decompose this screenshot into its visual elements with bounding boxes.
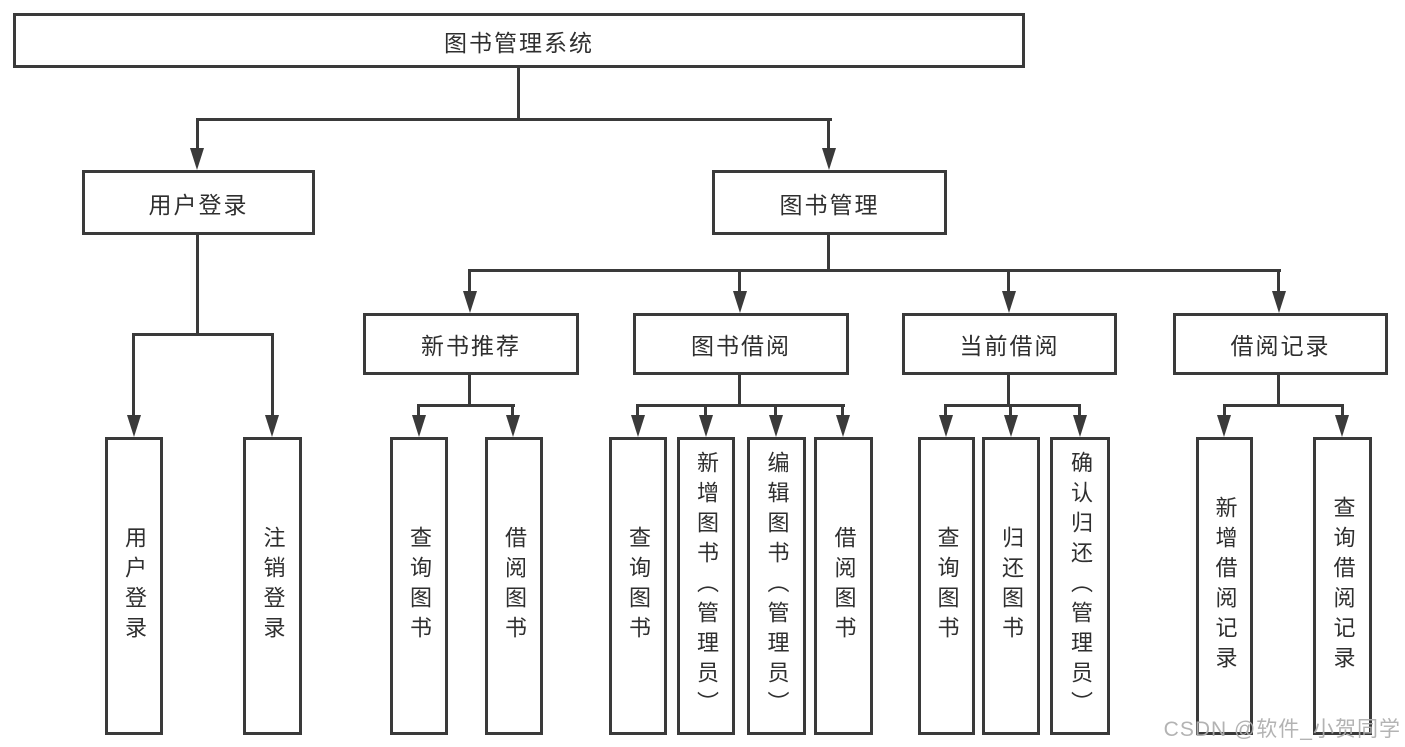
arrowhead-down-icon xyxy=(412,415,426,437)
leaf-bb-add-books-admin: 新增图书（管理员） xyxy=(677,437,735,735)
leaf-cb-confirm-return-admin: 确认归还（管理员） xyxy=(1050,437,1110,735)
leaf-nbr-query-books: 查询图书 xyxy=(390,437,448,735)
node-new-book-rec-label: 新书推荐 xyxy=(421,333,521,359)
leaf-br-query-record-label: 查询借阅记录 xyxy=(1330,496,1356,676)
leaf-cb-confirm-return-admin-label: 确认归还（管理员） xyxy=(1068,451,1093,721)
arrowhead-down-icon xyxy=(1004,415,1018,437)
connector-bb-shaft xyxy=(704,404,707,416)
arrowhead-down-icon xyxy=(836,415,850,437)
connector-userlogin-hline xyxy=(132,333,274,336)
arrowhead-down-icon xyxy=(1335,415,1349,437)
connector-l1-shaft-right xyxy=(827,118,830,150)
node-book-borrow: 图书借阅 xyxy=(633,313,849,375)
connector-l2-hline xyxy=(468,269,1281,272)
node-user-login: 用户登录 xyxy=(82,170,315,235)
leaf-bb-edit-books-admin: 编辑图书（管理员） xyxy=(747,437,806,735)
connector-l2-shaft xyxy=(468,269,471,293)
connector-l2-shaft xyxy=(1277,269,1280,293)
leaf-br-add-record: 新增借阅记录 xyxy=(1196,437,1253,735)
connector-bb-hline xyxy=(636,404,845,407)
connector-userlogin-shaft-right xyxy=(271,333,274,417)
node-root: 图书管理系统 xyxy=(13,13,1025,68)
arrowhead-down-icon xyxy=(127,415,141,437)
csdn-watermark: CSDN @软件_小贺同学 xyxy=(1163,718,1401,741)
connector-l1-shaft-left xyxy=(196,118,199,150)
connector-bb-shaft xyxy=(636,404,639,416)
leaf-bb-borrow-books: 借阅图书 xyxy=(814,437,873,735)
arrowhead-down-icon xyxy=(939,415,953,437)
connector-l1-hline xyxy=(196,118,832,121)
connector-userlogin-shaft-left xyxy=(132,333,135,417)
connector-root-stem xyxy=(517,67,520,120)
connector-bb-shaft xyxy=(774,404,777,416)
node-current-borrow-label: 当前借阅 xyxy=(959,333,1060,359)
leaf-user-login: 用户登录 xyxy=(105,437,163,735)
connector-bb-stem xyxy=(738,375,741,406)
leaf-bb-query-books-label: 查询图书 xyxy=(626,526,651,646)
node-book-mgmt-label: 图书管理 xyxy=(779,191,880,218)
connector-cb-hline xyxy=(944,404,1081,407)
node-new-book-rec: 新书推荐 xyxy=(363,313,579,375)
leaf-bb-edit-books-admin-label: 编辑图书（管理员） xyxy=(764,451,790,721)
leaf-br-add-record-label: 新增借阅记录 xyxy=(1212,496,1238,676)
connector-br-shaft xyxy=(1223,404,1226,416)
arrowhead-down-icon xyxy=(190,148,204,170)
node-root-label: 图书管理系统 xyxy=(444,29,594,56)
node-borrow-record-label: 借阅记录 xyxy=(1230,333,1331,359)
arrowhead-down-icon xyxy=(699,415,713,437)
connector-l2-shaft xyxy=(1007,269,1010,293)
node-current-borrow: 当前借阅 xyxy=(902,313,1117,375)
node-user-login-label: 用户登录 xyxy=(148,191,249,218)
leaf-user-login-label: 用户登录 xyxy=(122,526,147,646)
connector-nbr-shaft xyxy=(511,404,514,416)
leaf-nbr-query-books-label: 查询图书 xyxy=(407,526,432,646)
arrowhead-down-icon xyxy=(265,415,279,437)
connector-cb-shaft xyxy=(1009,404,1012,416)
connector-cb-shaft xyxy=(1078,404,1081,416)
arrowhead-down-icon xyxy=(1217,415,1231,437)
connector-br-stem xyxy=(1277,375,1280,406)
arrowhead-down-icon xyxy=(769,415,783,437)
connector-l2-shaft xyxy=(738,269,741,293)
leaf-nbr-borrow-books: 借阅图书 xyxy=(485,437,543,735)
connector-br-hline xyxy=(1223,404,1344,407)
leaf-cb-return-books: 归还图书 xyxy=(982,437,1040,735)
connector-bb-shaft xyxy=(841,404,844,416)
connector-nbr-stem xyxy=(468,375,471,406)
connector-cb-shaft xyxy=(944,404,947,416)
node-book-mgmt: 图书管理 xyxy=(712,170,947,235)
connector-nbr-shaft xyxy=(417,404,420,416)
node-book-borrow-label: 图书借阅 xyxy=(691,333,791,359)
leaf-cb-return-books-label: 归还图书 xyxy=(999,526,1024,646)
connector-nbr-hline xyxy=(417,404,515,407)
leaf-bb-add-books-admin-label: 新增图书（管理员） xyxy=(694,451,719,721)
leaf-cb-query-books-label: 查询图书 xyxy=(934,526,960,646)
node-borrow-record: 借阅记录 xyxy=(1173,313,1388,375)
arrowhead-down-icon xyxy=(1002,291,1016,313)
leaf-logout: 注销登录 xyxy=(243,437,302,735)
arrowhead-down-icon xyxy=(1073,415,1087,437)
arrowhead-down-icon xyxy=(631,415,645,437)
leaf-nbr-borrow-books-label: 借阅图书 xyxy=(502,526,527,646)
connector-bookmgmt-stem xyxy=(827,235,830,271)
arrowhead-down-icon xyxy=(822,148,836,170)
arrowhead-down-icon xyxy=(506,415,520,437)
leaf-cb-query-books: 查询图书 xyxy=(918,437,975,735)
arrowhead-down-icon xyxy=(733,291,747,313)
leaf-br-query-record: 查询借阅记录 xyxy=(1313,437,1372,735)
arrowhead-down-icon xyxy=(463,291,477,313)
leaf-logout-label: 注销登录 xyxy=(260,526,286,646)
connector-br-shaft xyxy=(1341,404,1344,416)
arrowhead-down-icon xyxy=(1272,291,1286,313)
connector-cb-stem xyxy=(1007,375,1010,406)
connector-userlogin-stem xyxy=(196,235,199,335)
leaf-bb-borrow-books-label: 借阅图书 xyxy=(831,526,857,646)
leaf-bb-query-books: 查询图书 xyxy=(609,437,667,735)
